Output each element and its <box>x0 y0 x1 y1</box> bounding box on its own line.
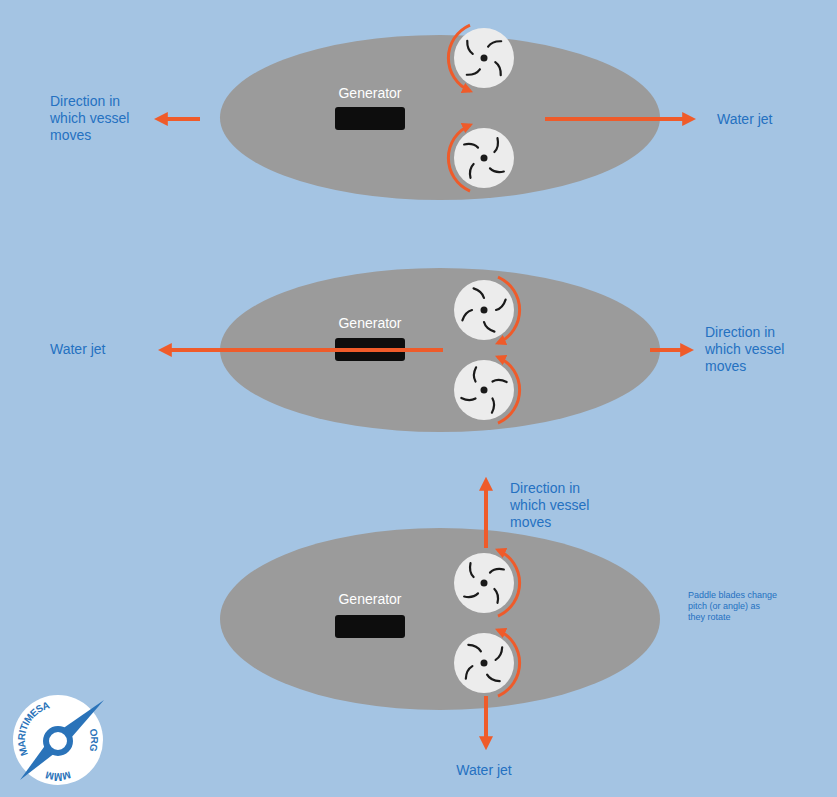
wheel-hub <box>481 155 488 162</box>
paddle-wheel <box>454 128 514 188</box>
paddle-blade <box>474 367 476 381</box>
logo-text: MMM <box>44 769 71 782</box>
wheel-hub <box>481 580 488 587</box>
generator-block <box>335 107 405 130</box>
paddle-blade <box>470 164 474 178</box>
direction-arrow <box>158 117 200 121</box>
paddle-blade <box>484 322 494 332</box>
logo: MARITIMESA ORG MMM <box>13 695 104 785</box>
paddle-blade <box>464 593 478 597</box>
direction-arrow <box>484 481 488 548</box>
logo-text: MARITIMESA <box>16 699 51 757</box>
generator-label: Generator <box>335 315 405 331</box>
paddle-blade <box>488 41 501 46</box>
water-jet-arrow <box>162 348 443 352</box>
hull-shape <box>220 268 660 432</box>
water-jet-arrow <box>484 696 488 746</box>
hull-shape <box>220 528 660 710</box>
hull-outline <box>220 528 660 710</box>
water-jet-label: Water jet <box>717 111 807 128</box>
paddle-blade <box>496 647 503 660</box>
water-jet-label: Water jet <box>434 762 534 779</box>
wheel-disc <box>454 360 514 420</box>
paddle-blade <box>494 589 498 603</box>
paddle-blade <box>495 62 500 75</box>
paddle-blade <box>462 310 472 320</box>
generator-block <box>335 615 405 638</box>
paddle-wheel <box>454 633 514 693</box>
paddle-blade <box>466 666 473 679</box>
direction-label: Direction in which vessel moves <box>50 93 142 144</box>
wheel-disc <box>454 633 514 693</box>
paddle-blade <box>470 563 474 577</box>
note-text: Paddle blades change pitch (or angle) as… <box>688 590 778 623</box>
hull-shape <box>220 35 660 200</box>
wheel-disc <box>454 280 514 340</box>
generator-label: Generator <box>335 591 405 607</box>
wheel-hub <box>481 660 488 667</box>
paddle-blade <box>492 380 506 382</box>
paddle-wheel <box>454 553 514 613</box>
vessel-hull: Generator <box>220 35 660 200</box>
paddle-blade <box>474 288 484 298</box>
hull-outline <box>220 35 660 200</box>
direction-label: Direction in which vessel moves <box>705 324 797 375</box>
hull-outline <box>220 268 660 432</box>
paddle-blade <box>467 41 472 54</box>
vessel-hull: Generator <box>220 268 660 432</box>
paddle-blade <box>468 645 481 652</box>
wheel-hub <box>481 387 488 394</box>
paddle-blade <box>490 168 504 172</box>
motion-arrows <box>158 119 692 746</box>
wheel-hub <box>481 307 488 314</box>
wheel-disc <box>454 553 514 613</box>
paddle-blade <box>461 398 475 400</box>
paddle-blade <box>490 569 504 573</box>
water-jet-arrow <box>545 117 692 121</box>
logo-disc <box>13 695 103 785</box>
logo-text: ORG <box>87 728 100 753</box>
compass-ring <box>46 729 70 753</box>
wheel-disc <box>454 128 514 188</box>
paddle-blade <box>494 138 498 152</box>
direction-label: Direction in which vessel moves <box>510 480 602 531</box>
vessel-hull: Generator <box>220 528 660 710</box>
wheel-hub <box>481 55 488 62</box>
wheel-disc <box>454 28 514 88</box>
paddle-blade <box>487 675 500 682</box>
paddle-blade <box>467 69 480 74</box>
water-jet-label: Water jet <box>50 341 140 358</box>
paddle-blade <box>496 300 506 310</box>
generator-label: Generator <box>335 85 405 101</box>
paddle-blade <box>464 144 478 148</box>
paddle-blade <box>492 398 494 412</box>
direction-arrow <box>650 348 690 352</box>
paddle-wheel <box>454 28 514 88</box>
paddle-wheel <box>454 360 514 420</box>
paddle-wheel <box>454 280 514 340</box>
